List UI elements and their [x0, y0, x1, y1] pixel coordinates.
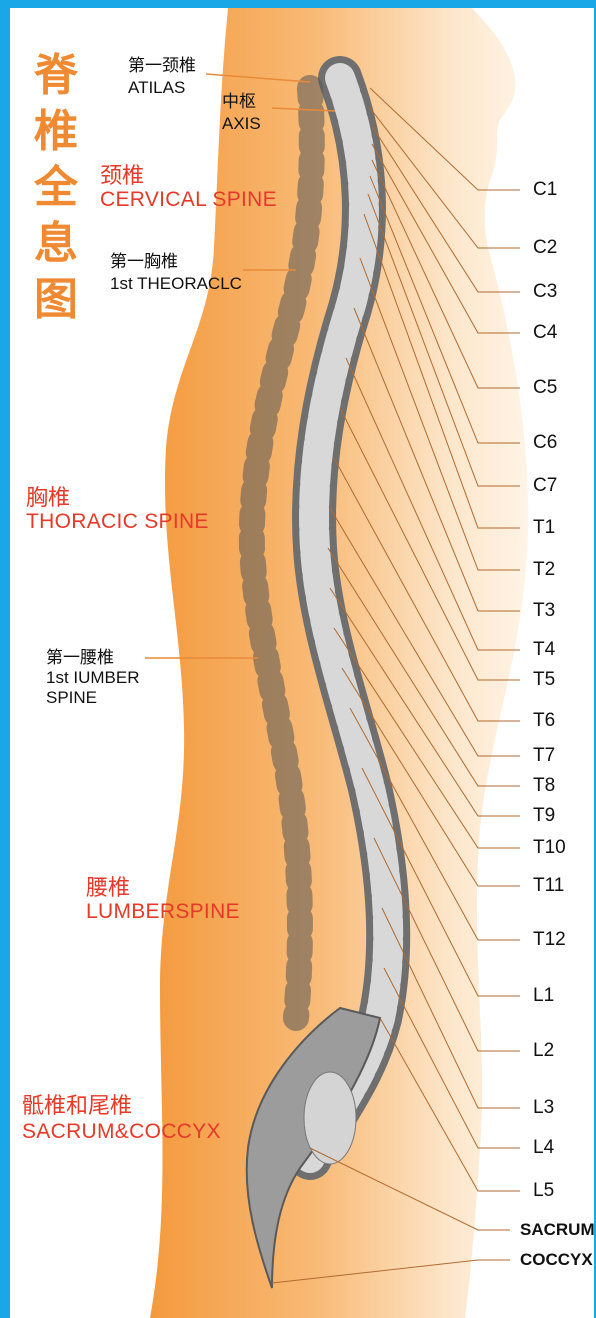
vertebra-label: T12: [533, 930, 566, 950]
vertebra-label: T5: [533, 670, 555, 690]
sacrum-label-en: SACRUM&COCCYX: [22, 1120, 221, 1144]
cervical-label-en: CERVICAL SPINE: [100, 188, 277, 212]
vertebra-label: T2: [533, 560, 555, 580]
vertebra-label: L1: [533, 986, 554, 1006]
vertebra-label: C4: [533, 323, 557, 343]
coccyx-label: COCCYX: [520, 1250, 593, 1270]
sacrum-label-cn: 骶椎和尾椎: [22, 1088, 132, 1120]
axis-label-en: AXIS: [222, 114, 261, 134]
title-char: 图: [26, 272, 86, 328]
vertebra-label: C7: [533, 476, 557, 496]
thoracic-label-cn: 胸椎: [26, 480, 70, 512]
title-char: 全: [26, 160, 86, 216]
vertebra-label: T8: [533, 776, 555, 796]
sacrum-label: SACRUM: [520, 1220, 594, 1240]
lumbar1-label-en-2: SPINE: [46, 688, 97, 708]
lumbar-label-en: LUMBERSPINE: [86, 900, 240, 924]
vertebra-label: T11: [533, 876, 564, 896]
thoracic1-label-en: 1st THEORACLC: [110, 274, 242, 294]
vertebra-label: T10: [533, 838, 566, 858]
vertebra-label: C2: [533, 238, 557, 258]
axis-label-cn: 中枢: [222, 92, 256, 112]
vertebra-label: T3: [533, 601, 555, 621]
poster-title: 脊 椎 全 息 图: [26, 48, 86, 328]
vertebra-label: T1: [533, 518, 555, 538]
vertebra-label: T6: [533, 711, 555, 731]
vertebra-label: L4: [533, 1138, 554, 1158]
poster-panel: 脊 椎 全 息 图 第一颈椎 ATILAS 中枢 AXIS 颈椎 CERVICA…: [10, 8, 594, 1318]
vertebra-label: L2: [533, 1041, 554, 1061]
title-char: 椎: [26, 104, 86, 160]
vertebra-label: T7: [533, 746, 555, 766]
lumbar1-label-cn: 第一腰椎: [46, 648, 114, 668]
vertebra-label: C3: [533, 282, 557, 302]
thoracic-label-en: THORACIC SPINE: [26, 510, 209, 534]
vertebra-label: T4: [533, 640, 555, 660]
vertebra-label: L5: [533, 1181, 554, 1201]
vertebra-label: C1: [533, 180, 557, 200]
vertebra-label: C5: [533, 378, 557, 398]
atlas-label-en: ATILAS: [128, 78, 185, 98]
lumbar1-label-en-1: 1st IUMBER: [46, 668, 140, 688]
lumbar-label-cn: 腰椎: [86, 870, 130, 902]
vertebra-label: C6: [533, 433, 557, 453]
vertebra-label: T9: [533, 806, 555, 826]
title-char: 脊: [26, 48, 86, 104]
cervical-label-cn: 颈椎: [100, 158, 144, 190]
atlas-label-cn: 第一颈椎: [128, 56, 196, 76]
thoracic1-label-cn: 第一胸椎: [110, 252, 178, 272]
title-char: 息: [26, 216, 86, 272]
vertebra-label: L3: [533, 1098, 554, 1118]
